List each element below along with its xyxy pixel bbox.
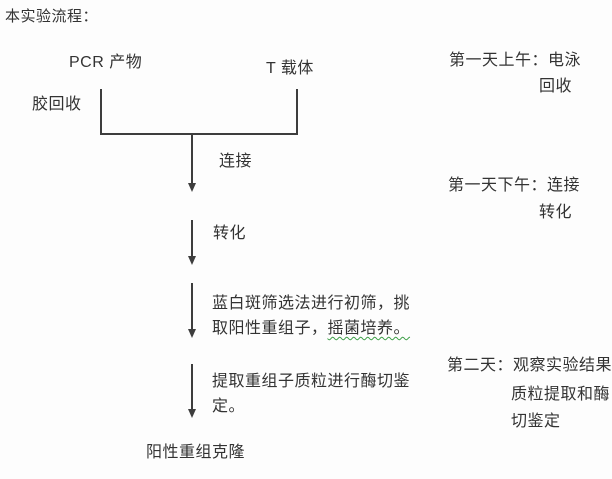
gel-recovery-label: 胶回收 [32,96,82,113]
digestion-line1: 提取重组子质粒进行酶切鉴 [212,373,411,390]
arrow-down-icon [188,183,196,192]
timeline-day2-line3: 切鉴定 [511,413,561,430]
digestion-text: 提取重组子质粒进行酶切鉴 定。 [212,369,430,419]
arrow-line-digestion [191,364,193,409]
screening-text: 蓝白斑筛选法进行初筛，挑 取阳性重组子，摇菌培养。 [212,291,430,341]
digestion-line2: 定。 [212,398,246,415]
timeline-day1-morning-line2: 回收 [539,78,573,95]
timeline-day1-morning-line1: 第一天上午：电泳 [449,52,582,69]
pcr-product-label: PCR 产物 [69,54,143,71]
transformation-label: 转化 [213,225,247,242]
arrow-line-transformation [191,220,193,256]
arrow-down-icon [188,329,196,338]
arrow-line-screening [191,283,193,329]
arrow-down-icon [188,409,196,418]
bracket-left-line [100,89,102,135]
page-title: 本实验流程： [5,8,99,25]
bracket-horizontal-line [100,133,298,135]
result-label: 阳性重组克隆 [146,444,246,461]
bracket-right-line [296,89,298,135]
timeline-day1-afternoon-line1: 第一天下午：连接 [448,177,581,194]
ligation-label: 连接 [219,153,253,170]
timeline-day2-line1: 第二天：观察实验结果 [447,357,612,374]
t-vector-label: T 载体 [266,60,314,77]
timeline-day1-afternoon-line2: 转化 [539,204,573,221]
arrow-line-ligation [191,133,193,183]
screening-line2-prefix: 取阳性重组子， [212,320,328,337]
timeline-day2-line2: 质粒提取和酶 [511,386,611,403]
arrow-down-icon [188,256,196,265]
screening-line1: 蓝白斑筛选法进行初筛，挑 [212,295,411,312]
screening-line2-underlined: 摇菌培养。 [327,320,411,337]
